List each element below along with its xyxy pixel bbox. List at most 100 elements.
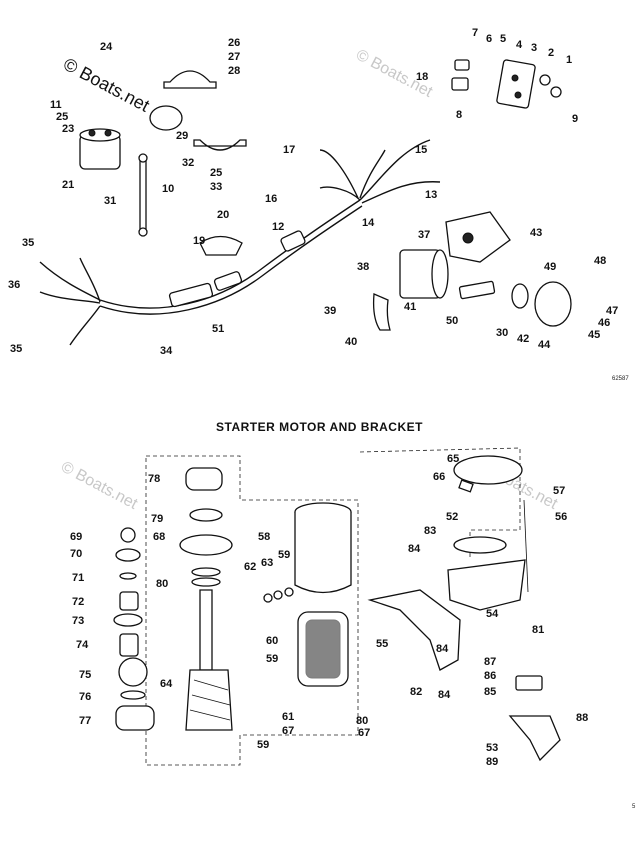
part-callout-42: 42 — [517, 333, 529, 345]
part-callout-53: 53 — [486, 742, 498, 754]
part-callout-19: 19 — [193, 235, 205, 247]
part-callout-13: 13 — [425, 189, 437, 201]
part-callout-21: 21 — [62, 179, 74, 191]
part-callout-45: 45 — [588, 329, 600, 341]
part-callout-12: 12 — [272, 221, 284, 233]
part-callout-69: 69 — [70, 531, 82, 543]
part-callout-34: 34 — [160, 345, 173, 357]
part-callout-68: 68 — [153, 531, 165, 543]
part-callout-9: 9 — [572, 113, 578, 125]
part-callout-74: 74 — [76, 639, 89, 651]
part-callout-59: 59 — [266, 653, 278, 665]
part-callout-63: 63 — [261, 557, 273, 569]
clamp-brackets — [149, 70, 247, 256]
wiring-harness — [39, 139, 441, 346]
part-callout-78: 78 — [148, 473, 160, 485]
part-callout-46: 46 — [598, 317, 610, 329]
frame-and-field — [263, 502, 352, 687]
part-callout-50: 50 — [446, 315, 458, 327]
part-callout-24: 24 — [100, 41, 113, 53]
part-callout-57: 57 — [553, 485, 565, 497]
part-callout-32: 32 — [182, 157, 194, 169]
part-callout-44: 44 — [538, 339, 551, 351]
part-callout-61: 61 — [282, 711, 294, 723]
part-callout-10: 10 — [162, 183, 174, 195]
part-callout-84: 84 — [438, 689, 451, 701]
part-callout-26: 26 — [228, 37, 240, 49]
part-callout-52: 52 — [446, 511, 458, 523]
bottom-callouts: 52 53 54 55 56 57 58 59 59 59 60 61 62 6… — [70, 453, 588, 768]
part-callout-3: 3 — [531, 42, 537, 54]
part-callout-20: 20 — [217, 209, 229, 221]
part-callout-43: 43 — [530, 227, 542, 239]
part-callout-58: 58 — [258, 531, 270, 543]
solenoid — [79, 128, 121, 170]
part-callout-7: 7 — [472, 27, 478, 39]
part-callout-86: 86 — [484, 670, 496, 682]
part-callout-17: 17 — [283, 144, 295, 156]
part-callout-1: 1 — [566, 54, 572, 66]
watermark-faint: © Boats.net — [58, 459, 140, 514]
part-callout-33: 33 — [210, 181, 222, 193]
part-callout-47: 47 — [606, 305, 618, 317]
figure-code-top: 62587 — [612, 376, 629, 382]
part-callout-37: 37 — [418, 229, 430, 241]
part-callout-59: 59 — [278, 549, 290, 561]
part-callout-35: 35 — [10, 343, 22, 355]
part-callout-27: 27 — [228, 51, 240, 63]
part-callout-6: 6 — [486, 33, 492, 45]
part-callout-51: 51 — [212, 323, 224, 335]
top-callouts: 1 2 3 4 5 6 7 8 9 10 11 12 13 14 15 16 1… — [8, 27, 618, 357]
part-callout-88: 88 — [576, 712, 588, 724]
part-callout-15: 15 — [415, 144, 427, 156]
part-callout-70: 70 — [70, 548, 82, 560]
part-callout-62: 62 — [244, 561, 256, 573]
part-callout-85: 85 — [484, 686, 496, 698]
part-callout-81: 81 — [532, 624, 544, 636]
part-callout-60: 60 — [266, 635, 278, 647]
part-callout-18: 18 — [416, 71, 428, 83]
part-callout-76: 76 — [79, 691, 91, 703]
part-callout-75: 75 — [79, 669, 91, 681]
part-callout-80: 80 — [156, 578, 168, 590]
part-callout-64: 64 — [160, 678, 173, 690]
part-callout-80: 80 — [356, 715, 368, 727]
part-callout-8: 8 — [456, 109, 462, 121]
part-callout-55: 55 — [376, 638, 388, 650]
part-callout-30: 30 — [496, 327, 508, 339]
part-callout-89: 89 — [486, 756, 498, 768]
part-callout-87: 87 — [484, 656, 496, 668]
part-callout-67: 67 — [358, 727, 370, 739]
figure-code-bottom: 5 — [632, 804, 636, 810]
part-callout-77: 77 — [79, 715, 91, 727]
end-frame-and-bracket — [367, 455, 561, 762]
part-callout-48: 48 — [594, 255, 606, 267]
drive-assembly — [113, 527, 155, 731]
part-callout-84: 84 — [436, 643, 449, 655]
part-callout-72: 72 — [72, 596, 84, 608]
part-callout-16: 16 — [265, 193, 277, 205]
part-callout-38: 38 — [357, 261, 369, 273]
starter-motor-assembly — [372, 211, 572, 331]
part-callout-14: 14 — [362, 217, 375, 229]
part-callout-84: 84 — [408, 543, 421, 555]
part-callout-36: 36 — [8, 279, 20, 291]
armature-stack — [179, 467, 233, 731]
part-callout-5: 5 — [500, 33, 506, 45]
part-callout-59: 59 — [257, 739, 269, 751]
part-callout-73: 73 — [72, 615, 84, 627]
part-callout-35: 35 — [22, 237, 34, 249]
part-callout-11: 11 — [50, 99, 62, 111]
part-callout-39: 39 — [324, 305, 336, 317]
part-callout-79: 79 — [151, 513, 163, 525]
part-callout-23: 23 — [62, 123, 74, 135]
part-callout-71: 71 — [72, 572, 84, 584]
part-callout-31: 31 — [104, 195, 116, 207]
part-callout-54: 54 — [486, 608, 499, 620]
part-callout-40: 40 — [345, 336, 357, 348]
part-callout-29: 29 — [176, 130, 188, 142]
terminal-block — [451, 59, 562, 109]
part-callout-25: 25 — [56, 111, 68, 123]
part-callout-83: 83 — [424, 525, 436, 537]
part-callout-2: 2 — [548, 47, 554, 59]
